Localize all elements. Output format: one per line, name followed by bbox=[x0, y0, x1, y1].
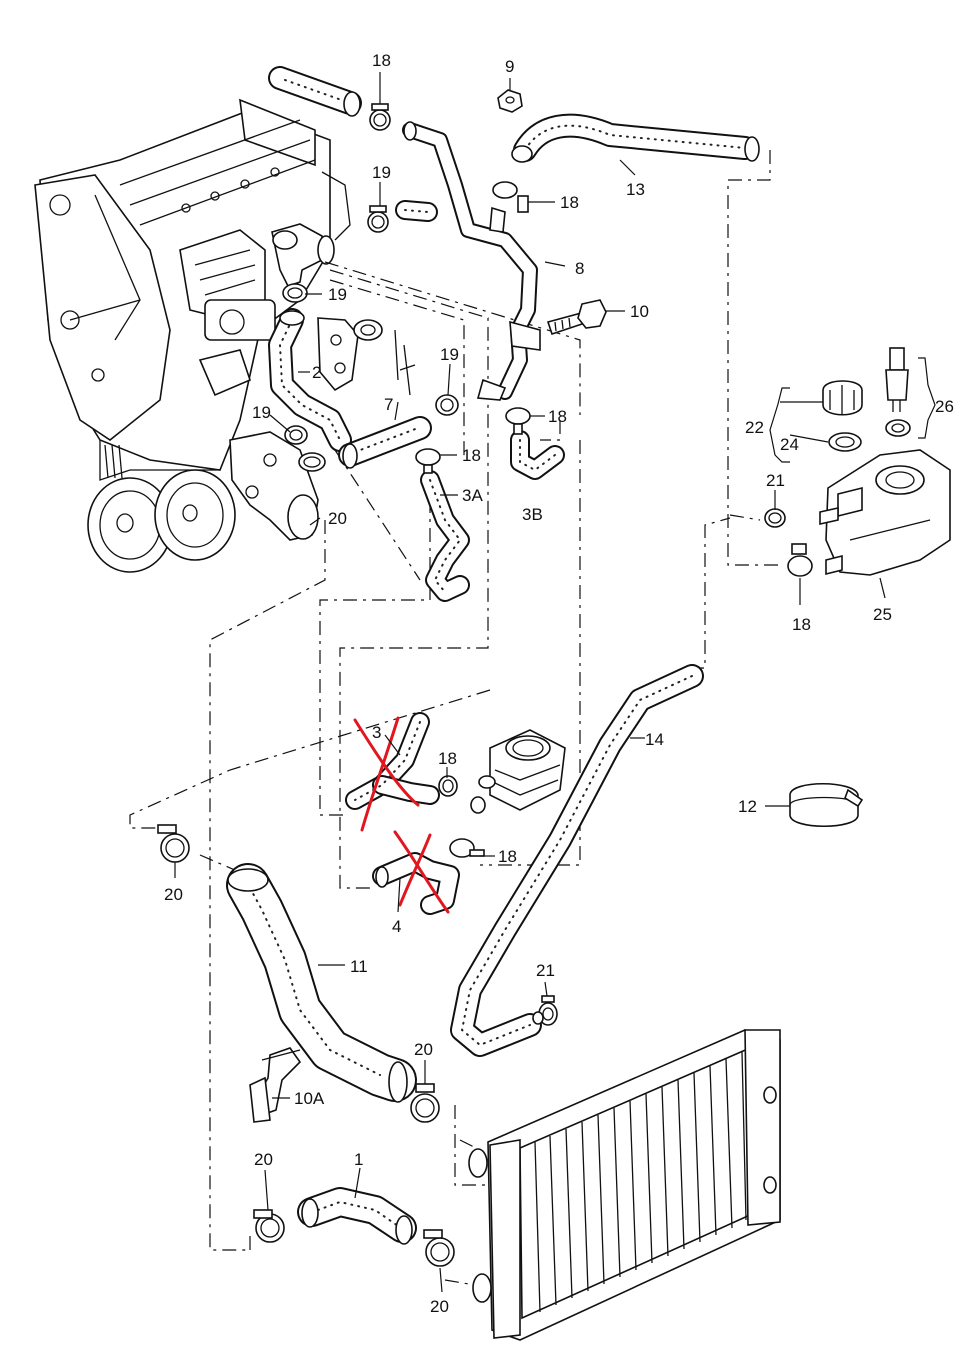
callout-19a: 19 bbox=[372, 163, 391, 182]
crankshaft-pulleys bbox=[87, 431, 319, 573]
hose-1 bbox=[297, 1187, 417, 1245]
clamp-19b bbox=[282, 283, 308, 303]
callout-20d: 20 bbox=[254, 1150, 273, 1169]
clamp-19d bbox=[435, 394, 459, 416]
callout-20c: 20 bbox=[414, 1040, 433, 1059]
clamp-18e bbox=[787, 543, 813, 577]
clamp-20b bbox=[157, 824, 190, 863]
callout-26: 26 bbox=[935, 397, 954, 416]
callout-24: 24 bbox=[780, 435, 799, 454]
hose-13 bbox=[511, 113, 760, 163]
hose-7 bbox=[338, 416, 432, 469]
callout-20e: 20 bbox=[430, 1297, 449, 1316]
clamp-18d bbox=[415, 448, 441, 474]
callout-8: 8 bbox=[575, 259, 584, 278]
clamp-18g bbox=[449, 838, 485, 858]
nut-9 bbox=[497, 89, 523, 113]
clamp-19a bbox=[367, 205, 389, 233]
engine-block bbox=[34, 98, 416, 481]
callout-18d: 18 bbox=[462, 446, 481, 465]
callout-2: 2 bbox=[312, 363, 321, 382]
clamp-12 bbox=[789, 782, 864, 828]
bracket-10A bbox=[249, 1047, 302, 1123]
radiator bbox=[468, 1011, 781, 1341]
callout-1: 1 bbox=[354, 1150, 363, 1169]
hose-3B bbox=[510, 430, 565, 480]
clamp-19c bbox=[284, 425, 308, 445]
callout-9: 9 bbox=[505, 57, 514, 76]
clamp-20c bbox=[410, 1083, 440, 1123]
hose-4 bbox=[372, 852, 460, 915]
callout-14: 14 bbox=[645, 730, 664, 749]
callout-18b: 18 bbox=[560, 193, 579, 212]
callout-25: 25 bbox=[873, 605, 892, 624]
clamp-20e bbox=[423, 1229, 455, 1267]
callout-3B: 3B bbox=[522, 505, 543, 524]
callout-3A: 3A bbox=[462, 486, 483, 505]
callout-10A: 10A bbox=[294, 1089, 325, 1108]
group-brackets bbox=[769, 357, 936, 463]
callout-18f: 18 bbox=[438, 749, 457, 768]
clamp-18f bbox=[438, 775, 458, 797]
pipe-8 bbox=[402, 121, 541, 401]
clamp-20d bbox=[253, 1209, 285, 1243]
hose-stub bbox=[395, 200, 438, 222]
clamp-18a bbox=[369, 103, 391, 131]
callout-19d: 19 bbox=[440, 345, 459, 364]
hose-upper-left bbox=[268, 66, 362, 117]
callout-18a: 18 bbox=[372, 51, 391, 70]
callout-20a: 20 bbox=[328, 509, 347, 528]
hose-2 bbox=[268, 308, 352, 452]
clamp-18c bbox=[505, 407, 531, 435]
callout-10: 10 bbox=[630, 302, 649, 321]
callout-21a: 21 bbox=[766, 471, 785, 490]
callout-11: 11 bbox=[350, 957, 368, 976]
callout-4: 4 bbox=[392, 917, 401, 936]
expansion-tank bbox=[819, 347, 951, 576]
callout-18g: 18 bbox=[498, 847, 517, 866]
crossed-out-marks bbox=[353, 716, 450, 914]
callout-21b: 21 bbox=[536, 961, 555, 980]
callout-13: 13 bbox=[626, 180, 645, 199]
hose-3 bbox=[345, 712, 440, 810]
callout-12: 12 bbox=[738, 797, 757, 816]
hose-14 bbox=[450, 664, 704, 1057]
callout-19b: 19 bbox=[328, 285, 347, 304]
clamp-20a bbox=[298, 452, 326, 472]
flange-housing bbox=[470, 729, 566, 814]
hose-11 bbox=[226, 863, 417, 1103]
callout-3: 3 bbox=[372, 723, 381, 742]
callout-18e: 18 bbox=[792, 615, 811, 634]
clamp-21a bbox=[764, 508, 786, 528]
callout-labels: 18 9 19 18 13 8 19 10 2 19 7 19 18 18 3A… bbox=[164, 51, 954, 1316]
callout-20b: 20 bbox=[164, 885, 183, 904]
clamps bbox=[157, 103, 813, 1267]
callout-7: 7 bbox=[384, 395, 393, 414]
hose-3A bbox=[420, 470, 470, 602]
bolt-10 bbox=[546, 299, 607, 336]
callout-18c: 18 bbox=[548, 407, 567, 426]
callout-19c: 19 bbox=[252, 403, 271, 422]
callout-22: 22 bbox=[745, 418, 764, 437]
clamp-18b bbox=[492, 181, 529, 213]
leader-lines bbox=[174, 72, 886, 1293]
